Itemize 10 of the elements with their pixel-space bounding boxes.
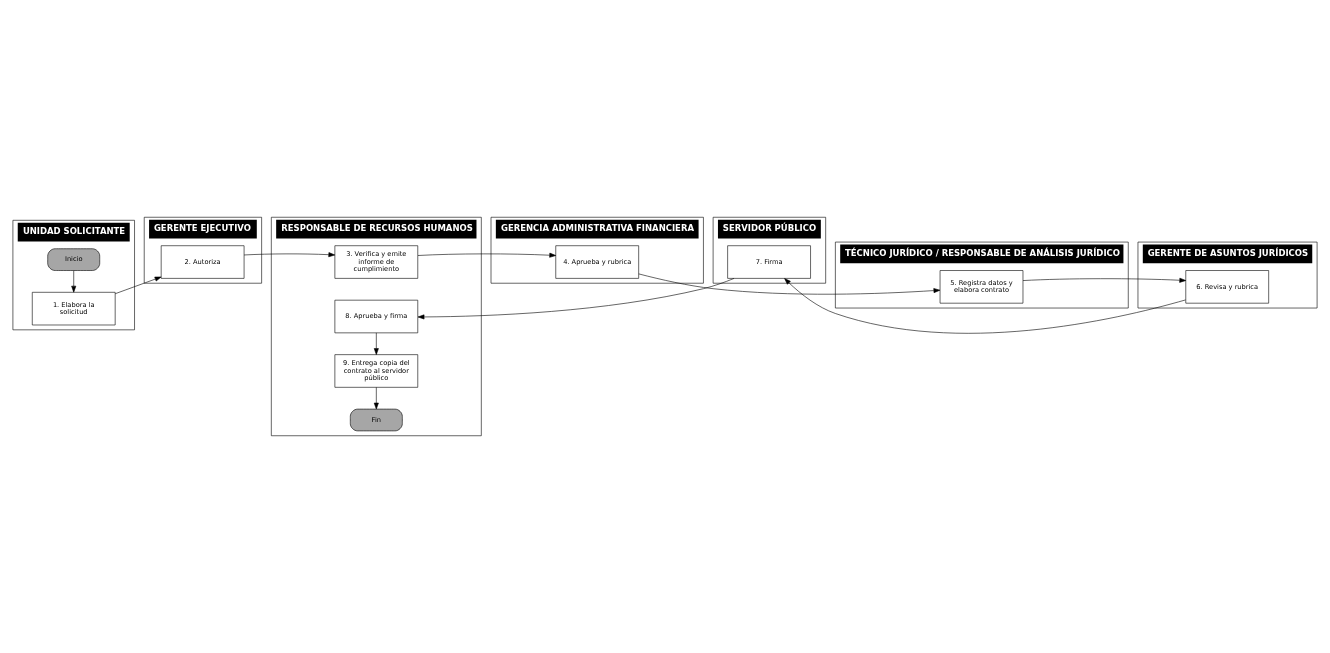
arrow bbox=[417, 252, 557, 258]
arrow bbox=[638, 273, 941, 295]
arrow bbox=[71, 270, 77, 293]
arrow bbox=[243, 252, 336, 258]
arrow bbox=[373, 332, 379, 355]
arrow bbox=[373, 387, 379, 410]
arrow bbox=[114, 276, 162, 294]
arrow bbox=[1022, 277, 1187, 283]
arrow bbox=[417, 278, 735, 320]
arrow bbox=[784, 278, 1186, 334]
